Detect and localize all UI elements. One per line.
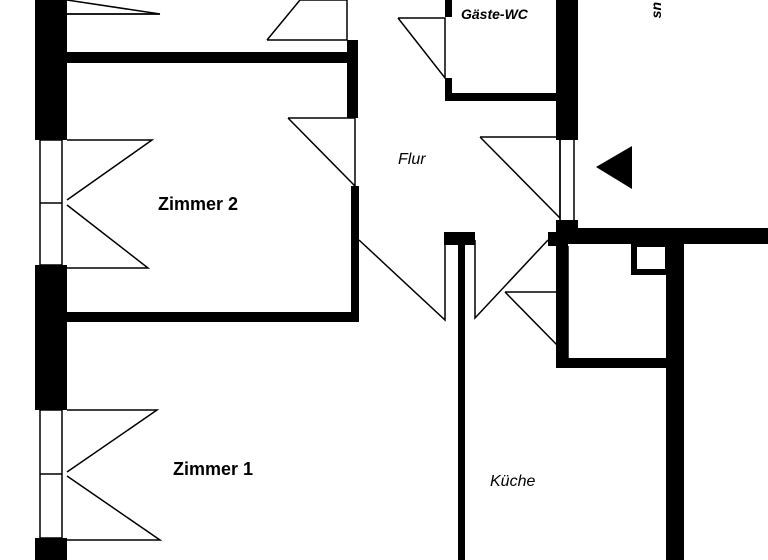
- label-zimmer2: Zimmer 2: [158, 194, 238, 214]
- wall-wc-right: [556, 0, 578, 140]
- entrance-arrow-icon: [596, 146, 632, 189]
- window-swing-z1-a: [66, 409, 160, 473]
- wall-wc-bottom: [445, 93, 563, 101]
- wall-zimmer2-right: [351, 186, 359, 320]
- door-swing-wc: [397, 17, 446, 81]
- wall-right-top: [556, 228, 768, 244]
- walls: [35, 0, 768, 560]
- door-swing-storage: [504, 291, 561, 350]
- door-swings: [66, 0, 561, 541]
- door-swing-zimmer2: [287, 117, 356, 188]
- wall-kueche-left: [458, 240, 465, 560]
- label-gaeste-wc: Gäste-WC: [461, 6, 529, 22]
- wall-zimmer1-top: [60, 312, 359, 322]
- wall-zimmer2-top-stub: [347, 40, 358, 118]
- window-swing-z1-b: [66, 475, 163, 541]
- wall-wc-left-low: [445, 78, 452, 100]
- wall-stub-small: [548, 232, 560, 246]
- wall-storage-left: [556, 236, 568, 366]
- wall-left-bottom: [35, 538, 67, 560]
- window-swing-z2-b: [66, 204, 151, 269]
- window-swing-z2-a: [66, 139, 155, 201]
- door-swing-top-room: [266, 0, 348, 41]
- door-swing-entrance: [479, 136, 561, 220]
- label-kueche: Küche: [490, 473, 535, 490]
- label-flur: Flur: [398, 151, 426, 168]
- door-swing-zimmer1: [358, 239, 446, 322]
- wall-storage-bottom: [556, 358, 668, 368]
- window-swing-top: [66, 0, 161, 15]
- wall-left-mid: [35, 265, 67, 410]
- label-cut-rotated: sn: [648, 2, 664, 18]
- wall-left-top: [35, 0, 67, 140]
- label-zimmer1: Zimmer 1: [173, 459, 253, 479]
- wall-wc-left: [445, 0, 452, 17]
- storage-small-box: [631, 241, 671, 275]
- wall-zimmer2-top: [60, 52, 358, 63]
- wall-kueche-cap: [444, 232, 475, 245]
- room-labels: Gäste-WC Flur Zimmer 2 Zimmer 1 Küche sn: [158, 2, 664, 490]
- wall-storage-right: [666, 236, 684, 560]
- door-swing-kueche: [474, 239, 549, 320]
